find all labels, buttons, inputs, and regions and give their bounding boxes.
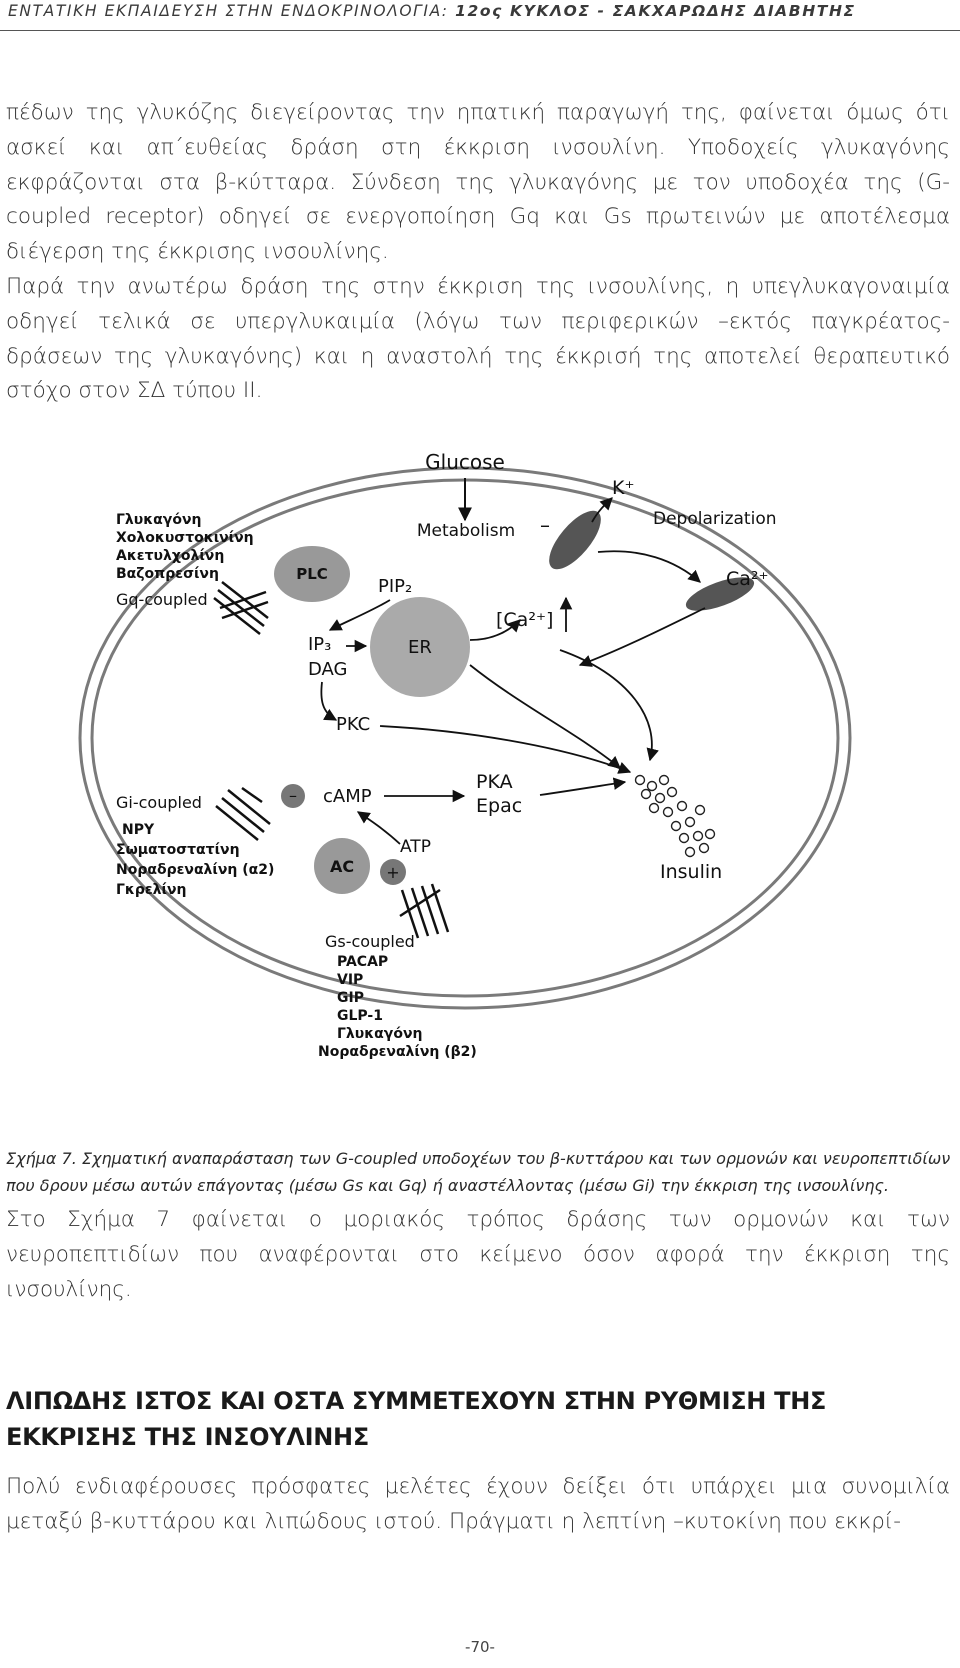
body-paragraph-2: Στο Σχήμα 7 φαίνεται ο μοριακός τρόπος δ… [6,1203,950,1307]
metabolism-label: Metabolism [417,521,515,541]
body-paragraph-1: πέδων της γλυκόζης διεγείροντας την ηπατ… [6,96,950,409]
gq-group-item-2: Χολοκυστοκινίνη [116,530,254,546]
er-label: ER [408,637,432,658]
stimulation-node-sign: + [386,863,399,882]
running-header-title: ΕΝΤΑΤΙΚΗ ΕΚΠΑΙΔΕΥΣΗ ΣΤΗΝ ΕΝΔΟΚΡΙΝΟΛΟΓΙΑ: [8,2,456,20]
plc-label: PLC [296,565,328,583]
header-rule [0,30,960,31]
pkc-label: PKC [336,714,370,735]
page-number: -70- [465,1638,495,1656]
gi-group-item-4: Γκρελίνη [116,882,187,898]
gq-group-item-4: Βαζοπρεσίνη [116,566,219,582]
atp-label: ATP [400,837,431,857]
gi-group-item-1: NPY [122,822,155,838]
er-calcium-arrow [469,619,521,641]
gi-receptor [215,786,271,841]
dag-to-pkc-arrow [320,681,338,721]
paragraph-hyperglucagonemia: Παρά την ανωτέρω δράση της στην έκκριση … [6,273,950,404]
k-efflux-arrow [591,497,613,523]
body-paragraph-3: Πολύ ενδιαφέρουσες πρόσφατες μελέτες έχο… [6,1470,950,1540]
er-to-granules-arrow [469,664,621,769]
gs-group-item-5: Γλυκαγόνη [337,1026,422,1042]
gs-group-item-6: Νοραδρεναλίνη (β2) [318,1044,477,1060]
pka-label: PKA [476,771,513,793]
gi-group-item-2: Σωματοστατίνη [116,842,240,858]
gs-group-item-3: GIP [337,990,364,1006]
figure-caption: Σχήμα 7. Σχηματική αναπαράσταση των G-co… [6,1149,951,1195]
gs-receptor [399,883,450,939]
section-heading: ΛΙΠΩΔΗΣ ΙΣΤΟΣ ΚΑΙ ΟΣΤΑ ΣΥΜΜΕΤΕΧΟΥΝ ΣΤΗΝ … [6,1387,827,1451]
gs-group-item-2: VIP [337,972,363,988]
plc-node [274,546,350,602]
k-plus-label: K⁺ [612,477,635,499]
insulin-label: Insulin [660,861,722,883]
ca-internal-label: [Ca²⁺] [496,609,553,631]
pip2-arrow [328,599,391,631]
gi-coupled-label: Gi-coupled [116,793,202,812]
glucose-label: Glucose [425,450,505,474]
atp-to-camp-arrow [356,811,401,845]
ca-external-label: Ca²⁺ [726,568,769,590]
dag-label: DAG [308,659,348,680]
paragraph-glucagon-receptors: πέδων της γλυκόζης διεγείροντας την ηπατ… [6,100,950,265]
gs-coupled-label: Gs-coupled [325,932,415,951]
gq-group-item-1: Γλυκαγόνη [116,512,201,528]
calcium-to-granules-arrow [559,649,659,762]
ac-label: AC [330,857,354,876]
cell-membrane-outer [78,466,852,1010]
gs-group-item-1: PACAP [337,954,388,970]
running-header-cycle: 12ος ΚΥΚΛΟΣ - ΣΑΚΧΑΡΩΔΗΣ ΔΙΑΒΗΤΗΣ [455,2,856,20]
ac-node [314,838,370,894]
pka-to-granules-arrow [539,777,627,796]
ca-channel [685,577,755,611]
metabolism-minus-sign: – [540,513,550,537]
stimulation-node [380,859,406,885]
depolarization-label: Depolarization [653,509,777,529]
gi-group-item-3: Νοραδρεναλίνη (α2) [116,862,274,878]
gq-receptor [213,581,269,635]
gs-group-item-4: GLP-1 [337,1008,383,1024]
er-node [370,597,470,697]
gq-group-item-3: Ακετυλχολίνη [116,548,224,564]
camp-label: cAMP [323,786,372,807]
running-header: ΕΝΤΑΤΙΚΗ ΕΚΠΑΙΔΕΥΣΗ ΣΤΗΝ ΕΝΔΟΚΡΙΝΟΛΟΓΙΑ:… [8,2,952,20]
epac-label: Epac [476,795,522,817]
figure-7-diagram: Glucose Metabolism – K⁺ Depolarization C… [78,450,852,1060]
ip3-label: IP₃ [308,634,331,655]
paragraph-adipose-tissue: Πολύ ενδιαφέρουσες πρόσφατες μελέτες έχο… [6,1474,950,1534]
insulin-granules [634,774,716,858]
paragraph-figure-reference: Στο Σχήμα 7 φαίνεται ο μοριακός τρόπος δ… [6,1207,950,1302]
pip2-label: PIP₂ [378,576,412,597]
pkc-to-granules-arrow [379,725,632,774]
ca-influx-arrow [578,607,706,667]
gq-coupled-label: Gq-coupled [116,590,208,609]
depolarization-arrow [597,550,701,583]
inhibition-node-sign: – [289,786,297,805]
k-channel [549,510,601,570]
inhibition-node [281,784,305,808]
